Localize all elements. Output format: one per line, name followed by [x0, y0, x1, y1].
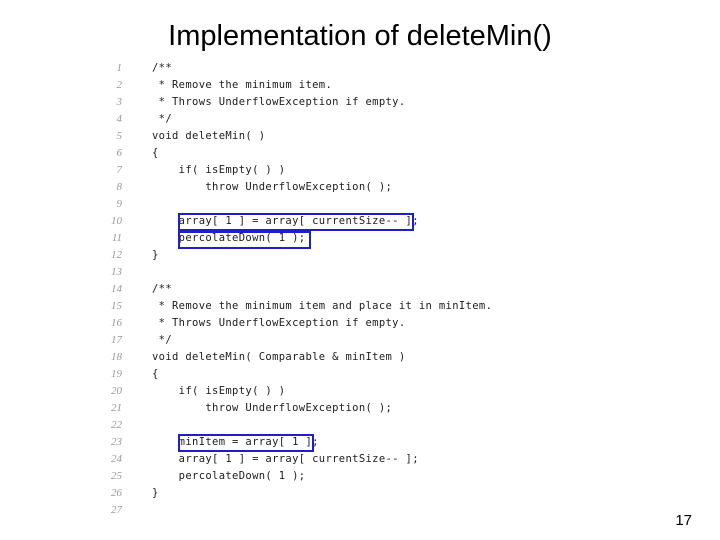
- code-line: 3 * Throws UnderflowException if empty.: [96, 94, 656, 111]
- code-text: array[ 1 ] = array[ currentSize-- ];: [152, 453, 419, 465]
- code-line: 1 /**: [96, 60, 656, 77]
- line-number: 4: [116, 113, 123, 125]
- line-number: 2: [116, 79, 123, 91]
- code-line: 7 if( isEmpty( ) ): [96, 162, 656, 179]
- line-number: 15: [111, 300, 122, 312]
- code-line: 14 /**: [96, 281, 656, 298]
- code-line: 15 * Remove the minimum item and place i…: [96, 298, 656, 315]
- line-number: 3: [116, 96, 123, 108]
- code-text: */: [152, 334, 173, 346]
- code-line: 9: [96, 196, 656, 213]
- code-line: 16 * Throws UnderflowException if empty.: [96, 315, 656, 332]
- code-line: 2 * Remove the minimum item.: [96, 77, 656, 94]
- code-line: 5 void deleteMin( ): [96, 128, 656, 145]
- code-line: 18 void deleteMin( Comparable & minItem ): [96, 349, 656, 366]
- code-line: 8 throw UnderflowException( );: [96, 179, 656, 196]
- code-text: throw UnderflowException( );: [152, 402, 393, 414]
- page-title: Implementation of deleteMin(): [168, 20, 552, 52]
- line-number: 27: [111, 504, 122, 516]
- code-text: if( isEmpty( ) ): [152, 164, 286, 176]
- code-text: * Remove the minimum item.: [152, 79, 333, 91]
- code-text: {: [152, 368, 159, 380]
- code-line: 10 array[ 1 ] = array[ currentSize-- ];: [96, 213, 656, 230]
- line-number: 26: [111, 487, 122, 499]
- line-number: 19: [111, 368, 122, 380]
- line-number: 18: [111, 351, 122, 363]
- line-number: 14: [111, 283, 122, 295]
- code-text: * Remove the minimum item and place it i…: [152, 300, 493, 312]
- code-text: * Throws UnderflowException if empty.: [152, 317, 406, 329]
- line-number: 10: [111, 215, 122, 227]
- code-line: 4 */: [96, 111, 656, 128]
- code-line: 13: [96, 264, 656, 281]
- code-text: * Throws UnderflowException if empty.: [152, 96, 406, 108]
- line-number: 21: [111, 402, 122, 414]
- code-text: */: [152, 113, 173, 125]
- line-number: 13: [111, 266, 122, 278]
- code-text: if( isEmpty( ) ): [152, 385, 286, 397]
- code-line: 21 throw UnderflowException( );: [96, 400, 656, 417]
- line-number: 25: [111, 470, 122, 482]
- line-number: 16: [111, 317, 122, 329]
- line-number: 6: [116, 147, 123, 159]
- line-number: 8: [116, 181, 123, 193]
- code-line: 19 {: [96, 366, 656, 383]
- code-line: 11 percolateDown( 1 );: [96, 230, 656, 247]
- line-number: 17: [111, 334, 122, 346]
- line-number: 1: [116, 62, 123, 74]
- line-number: 12: [111, 249, 122, 261]
- line-number: 11: [111, 232, 122, 244]
- line-number: 22: [111, 419, 122, 431]
- code-line: 23 minItem = array[ 1 ];: [96, 434, 656, 451]
- code-line: 20 if( isEmpty( ) ): [96, 383, 656, 400]
- code-text: throw UnderflowException( );: [152, 181, 393, 193]
- code-text: /**: [152, 62, 173, 74]
- line-number: 20: [111, 385, 122, 397]
- code-listing: 1/**2 * Remove the minimum item.3 * Thro…: [96, 60, 656, 530]
- line-number: 7: [116, 164, 123, 176]
- code-line: 26}: [96, 485, 656, 502]
- code-text: minItem = array[ 1 ];: [152, 436, 319, 448]
- code-text: }: [152, 249, 159, 261]
- code-rows: 1/**2 * Remove the minimum item.3 * Thro…: [96, 60, 656, 519]
- code-text: /**: [152, 283, 173, 295]
- code-line: 24 array[ 1 ] = array[ currentSize-- ];: [96, 451, 656, 468]
- page-number: 17: [675, 512, 692, 529]
- code-line: 17 */: [96, 332, 656, 349]
- line-number: 24: [111, 453, 122, 465]
- code-line: 25 percolateDown( 1 );: [96, 468, 656, 485]
- code-line: 27: [96, 502, 656, 519]
- code-line: 22: [96, 417, 656, 434]
- code-line: 12}: [96, 247, 656, 264]
- code-line: 6{: [96, 145, 656, 162]
- line-number: 5: [116, 130, 123, 142]
- code-text: void deleteMin( Comparable & minItem ): [152, 351, 406, 363]
- code-text: void deleteMin( ): [152, 130, 266, 142]
- code-text: array[ 1 ] = array[ currentSize-- ];: [152, 215, 419, 227]
- code-text: percolateDown( 1 );: [152, 470, 306, 482]
- line-number: 9: [116, 198, 123, 210]
- code-text: }: [152, 487, 159, 499]
- code-text: {: [152, 147, 159, 159]
- line-number: 23: [111, 436, 122, 448]
- code-text: percolateDown( 1 );: [152, 232, 306, 244]
